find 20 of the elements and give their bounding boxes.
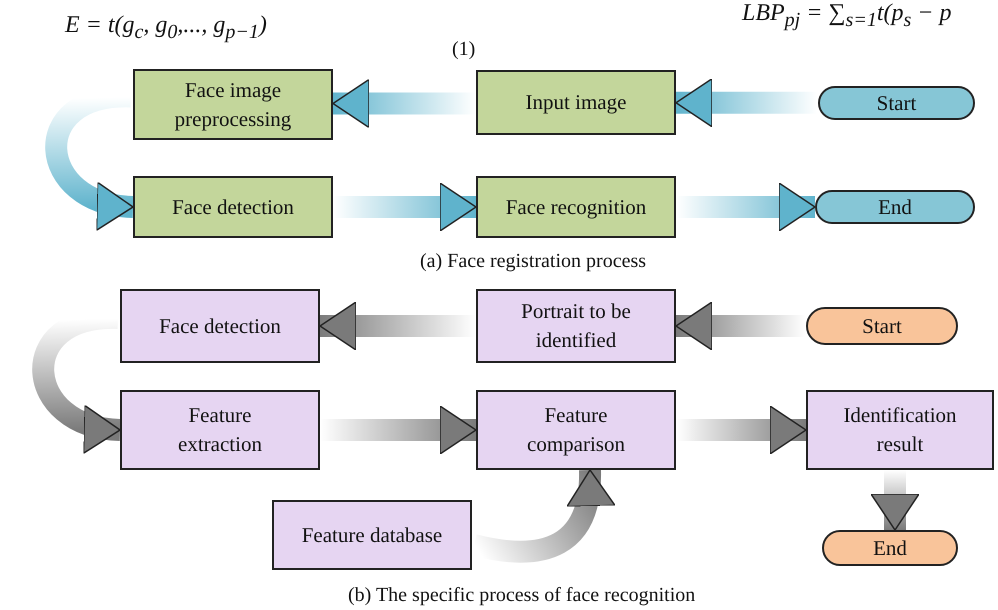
formula: E = t(g$_{c}$, g$_{0}$,..., g$_{p−1}$) [65,12,267,44]
process-box: Input image [476,70,676,135]
process-box: Identification result [806,390,994,470]
terminal-pill: Start [806,307,958,345]
process-box: Feature comparison [476,390,676,470]
formula: LBP$_{pj}$ = ∑$_{s=1}$t(p$_{s}$ − p [742,0,952,32]
process-box: Portrait to be identified [476,289,676,363]
process-box: Face image preprocessing [133,69,333,140]
terminal-pill: Start [818,86,975,120]
process-box: Face detection [133,176,333,238]
block-arrow [870,470,920,531]
figure-caption: (b) The specific process of face recognition [348,584,696,607]
process-box: Feature database [272,500,472,570]
process-box: Feature extraction [120,390,320,470]
figure-caption: (a) Face registration process [420,250,646,273]
process-box: Face detection [120,289,320,363]
process-box: Face recognition [476,176,676,238]
terminal-pill: End [815,190,975,224]
equation-number: (1) [452,38,476,61]
terminal-pill: End [822,530,958,566]
